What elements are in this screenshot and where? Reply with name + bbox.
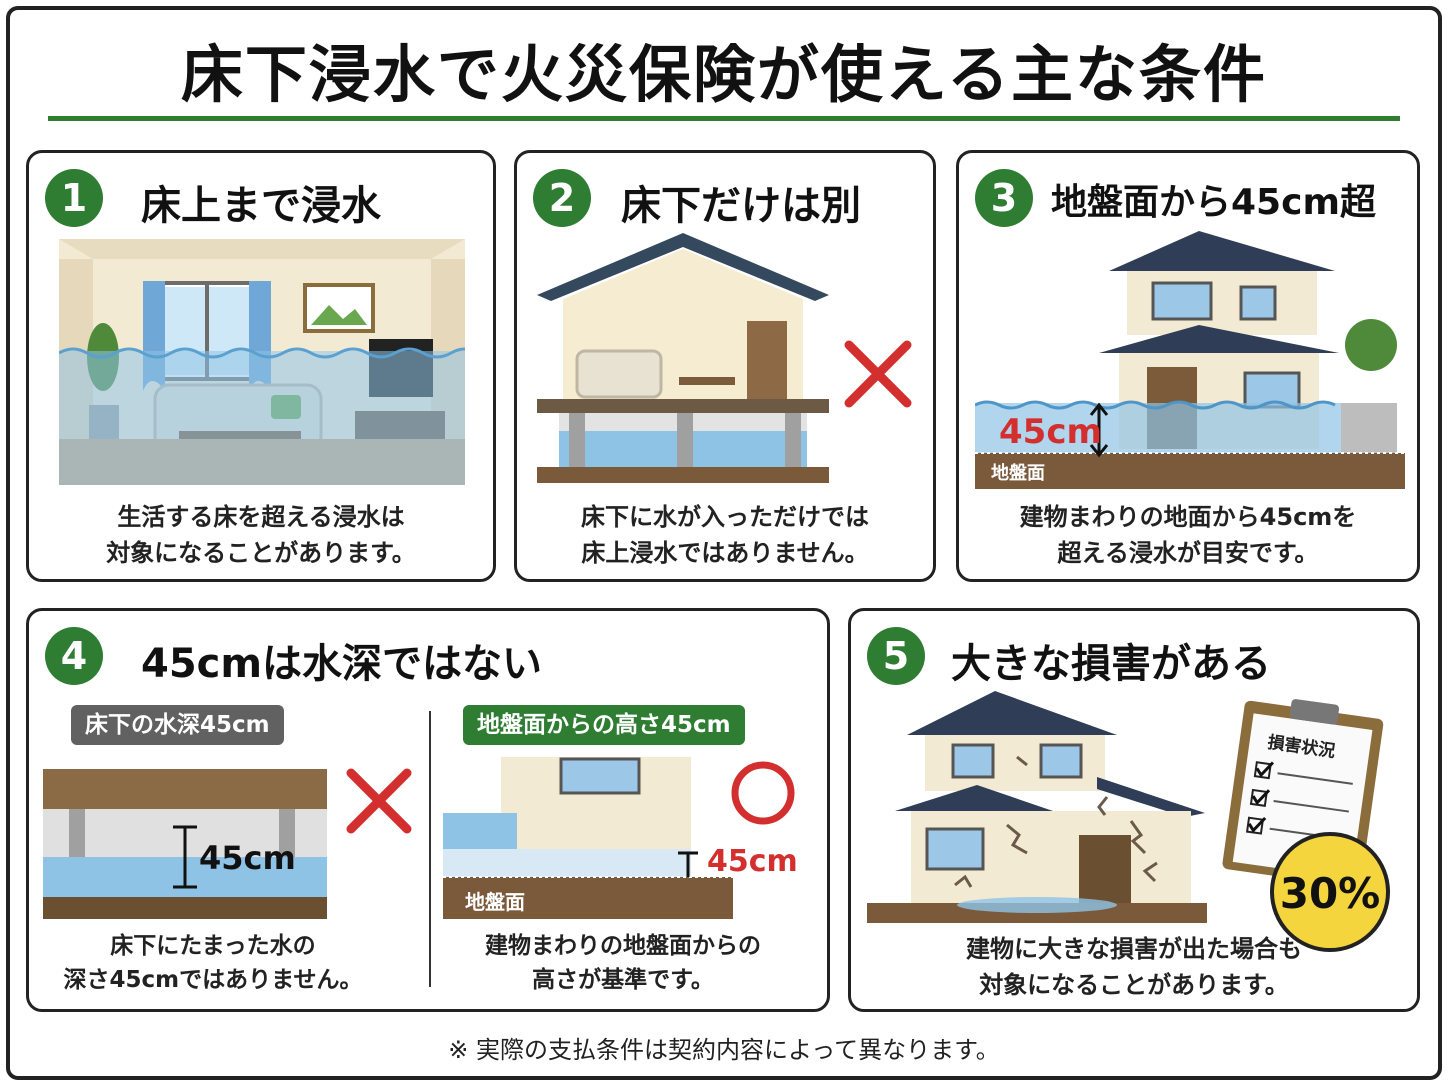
footnote: ※ 実際の支払条件は契約内容によって異なります。	[448, 1036, 1000, 1064]
condition-card-4: 4 45cmは水深ではない 床下の水深45cm 45cm 床下にたまった水の 深…	[26, 608, 830, 1012]
flooded-living-room-illustration	[59, 239, 465, 485]
card-heading: 床下だけは別	[621, 183, 861, 229]
ground-label: 地盤面	[465, 890, 525, 914]
right-comparison-description: 建物まわりの地盤面からの 高さが基準です。	[485, 933, 761, 993]
ground-level-height-illustration: 45cm 地盤面	[443, 757, 798, 919]
step-number-badge: 3	[975, 169, 1033, 227]
house-flood-level-illustration: 45cm 地盤面	[975, 231, 1405, 489]
card-heading: 大きな損害がある	[951, 641, 1271, 687]
card-description: 建物に大きな損害が出た場合も 対象になることがあります。	[966, 935, 1302, 999]
ground-label: 地盤面	[991, 462, 1045, 484]
title-divider	[48, 116, 1400, 121]
right-comparison-tag: 地盤面からの高さ45cm	[463, 705, 745, 745]
left-comparison-tag: 床下の水深45cm	[71, 705, 284, 745]
step-number-badge: 1	[45, 169, 103, 227]
cross-mark-icon	[844, 340, 912, 408]
step-number-badge: 4	[45, 627, 103, 685]
card-description: 床下に水が入っただけでは 床上浸水ではありません。	[581, 503, 869, 567]
left-measure-label: 45cm	[199, 839, 296, 877]
right-measure-label: 45cm	[707, 844, 798, 879]
card-heading: 床上まで浸水	[141, 183, 381, 229]
cross-mark-icon	[346, 768, 412, 834]
card-description: 生活する床を超える浸水は 対象になることがあります。	[106, 503, 416, 567]
step-number-badge: 5	[867, 627, 925, 685]
card-description: 建物まわりの地面から45cmを 超える浸水が目安です。	[1019, 503, 1357, 567]
condition-card-5: 5 大きな損害がある 損害状況	[848, 608, 1420, 1012]
step-number-badge: 2	[533, 169, 591, 227]
left-comparison-description: 床下にたまった水の 深さ45cmではありません。	[63, 933, 363, 993]
damaged-house-illustration	[867, 691, 1207, 923]
percent-badge-label: 30%	[1280, 869, 1381, 918]
condition-card-3: 3 地盤面から45cm超 45cm 地盤面 建物まわりの地面から45cmを 超え…	[956, 150, 1420, 582]
measure-label: 45cm	[999, 412, 1102, 452]
condition-card-2: 2 床下だけは別 床下に水が入っただけでは 床上浸水ではありません。	[514, 150, 936, 582]
page-title: 床下浸水で火災保険が使える主な条件	[180, 38, 1268, 111]
percent-badge: 30%	[1270, 832, 1390, 952]
card-heading: 45cmは水深ではない	[141, 641, 543, 687]
card-heading: 地盤面から45cm超	[1051, 182, 1376, 223]
condition-card-1: 1 床上まで浸水 生活する床を超える浸水は 対象になることがあります。	[26, 150, 496, 582]
house-crawlspace-illustration	[537, 233, 829, 483]
comparison-divider	[429, 711, 431, 987]
crawlspace-water-depth-illustration: 45cm	[43, 769, 327, 919]
